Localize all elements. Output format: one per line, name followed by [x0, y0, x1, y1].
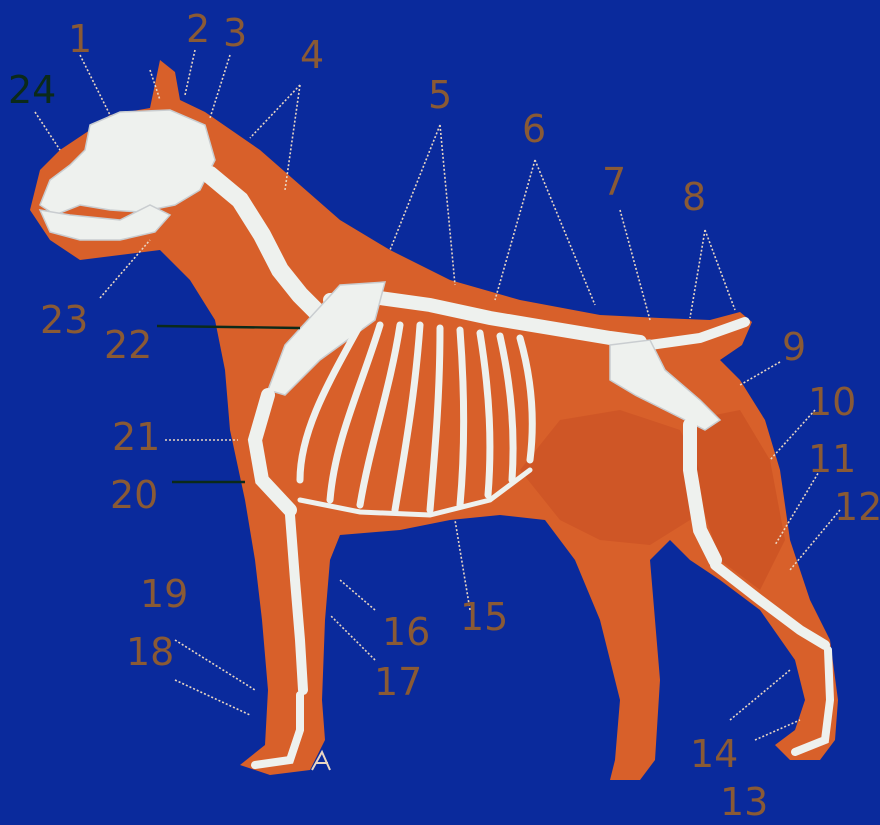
- label-21: 21: [112, 415, 160, 459]
- label-6: 6: [522, 107, 546, 151]
- label-1: 1: [68, 17, 92, 61]
- label-16: 16: [382, 610, 430, 654]
- label-3: 3: [223, 11, 247, 55]
- label-19: 19: [140, 572, 188, 616]
- label-9: 9: [782, 325, 806, 369]
- label-2: 2: [186, 7, 210, 51]
- label-17: 17: [374, 660, 422, 704]
- label-15: 15: [460, 595, 508, 639]
- label-18: 18: [126, 630, 174, 674]
- label-24: 24: [8, 68, 56, 112]
- label-22: 22: [104, 323, 152, 367]
- label-7: 7: [602, 160, 626, 204]
- label-23: 23: [40, 298, 88, 342]
- label-14: 14: [690, 732, 738, 776]
- label-4: 4: [300, 33, 324, 77]
- label-12: 12: [834, 485, 880, 529]
- label-8: 8: [682, 175, 706, 219]
- label-11: 11: [808, 437, 856, 481]
- label-20: 20: [110, 473, 158, 517]
- label-13: 13: [720, 780, 768, 824]
- label-10: 10: [808, 380, 856, 424]
- label-5: 5: [428, 73, 452, 117]
